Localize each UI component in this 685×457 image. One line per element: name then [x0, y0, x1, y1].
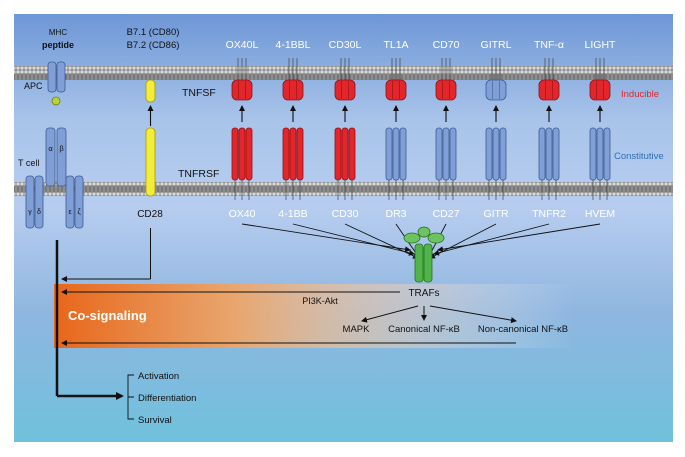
delta-label: δ: [37, 209, 41, 216]
ligand-label-cd30l: CD30L: [329, 39, 362, 51]
inducible-label: Inducible: [621, 89, 659, 100]
alpha-label: α: [48, 144, 53, 153]
gamma-label: γ: [28, 209, 32, 216]
traf-molecule: [403, 226, 445, 283]
ligand-light: [589, 79, 611, 101]
traf-arrow-cd30: [344, 223, 419, 259]
ligand-cd70: [435, 79, 457, 101]
ligand-label-light: LIGHT: [585, 39, 617, 51]
mhc-label: MHC: [49, 28, 67, 37]
pi3k-label: PI3K-Akt: [302, 296, 338, 306]
apc-label: APC: [24, 81, 43, 91]
ligand-label-tl1a: TL1A: [383, 39, 408, 51]
receptor-hvem: [589, 127, 611, 181]
receptor-4-1bb: [282, 127, 304, 181]
receptor-label-hvem: HVEM: [585, 208, 615, 220]
ligand-tl1a: [385, 79, 407, 101]
ligand-label-4-1bbl: 4-1BBL: [275, 39, 310, 51]
receptor-label-dr3: DR3: [385, 208, 406, 220]
b7-label-2: B7.2 (CD86): [127, 40, 180, 51]
tcell-membrane: [14, 182, 673, 196]
receptor-label-cd30: CD30: [332, 208, 359, 220]
tcell-label: T cell: [18, 158, 39, 168]
beta-label: β: [59, 144, 64, 153]
mapk-label: MAPK: [343, 324, 371, 335]
cd28-label: CD28: [137, 209, 163, 220]
receptor-ox40: [231, 127, 253, 181]
noncanonical-arrow: [429, 305, 517, 324]
mapk-arrow: [361, 305, 419, 323]
ligand-label-ox40l: OX40L: [226, 39, 259, 51]
receptor-cd27: [435, 127, 457, 181]
receptor-dr3: [385, 127, 407, 181]
traf-arrow-hvem: [437, 223, 601, 253]
receptor-label-4-1bb: 4-1BB: [278, 208, 307, 220]
peptide-label: peptide: [42, 40, 74, 50]
ligand-cd30l: [334, 79, 356, 101]
outcome-differentiation: Differentiation: [138, 393, 196, 404]
ligand-gitrl: [485, 79, 507, 101]
tnfrsf-label: TNFRSF: [178, 168, 219, 180]
cosignaling-label: Co-signaling: [68, 308, 147, 323]
tcr-complex: [25, 127, 84, 229]
receptor-label-gitr: GITR: [483, 208, 508, 220]
receptor-cd30: [334, 127, 356, 181]
apc-membrane: [14, 66, 673, 80]
ligand-label-cd70: CD70: [433, 39, 460, 51]
ligand-tnf: [538, 79, 560, 101]
outcome-survival: Survival: [138, 415, 172, 426]
b7-molecule: [145, 79, 156, 103]
traf-arrow-4-1bb: [292, 223, 415, 256]
outcome-activation: Activation: [138, 371, 179, 382]
traf-arrow-tnfr2: [433, 223, 550, 256]
ligand-label-tnf: TNF-α: [534, 39, 564, 51]
peptide-dot: [51, 96, 61, 106]
receptor-gitr: [485, 127, 507, 181]
receptor-label-ox40: OX40: [229, 208, 256, 220]
ligand-4-1bbl: [282, 79, 304, 101]
constitutive-label: Constitutive: [614, 151, 664, 162]
zeta-label: ζ: [77, 209, 80, 216]
cd28-molecule: [145, 127, 156, 197]
noncanonical-label: Non-canonical NF-κB: [478, 324, 568, 335]
ligand-ox40l: [231, 79, 253, 101]
receptor-tnfr2: [538, 127, 560, 181]
tnfsf-label: TNFSF: [182, 87, 216, 99]
receptor-label-tnfr2: TNFR2: [532, 208, 566, 220]
b7-label-1: B7.1 (CD80): [127, 27, 180, 38]
receptor-label-cd27: CD27: [433, 208, 460, 220]
mhc-molecule: [47, 61, 66, 106]
ligand-label-gitrl: GITRL: [481, 39, 512, 51]
canonical-label: Canonical NF-κB: [388, 324, 460, 335]
outcome-bracket: [127, 374, 134, 420]
trafs-label: TRAFs: [408, 288, 439, 299]
epsilon-label: ε: [68, 209, 71, 216]
